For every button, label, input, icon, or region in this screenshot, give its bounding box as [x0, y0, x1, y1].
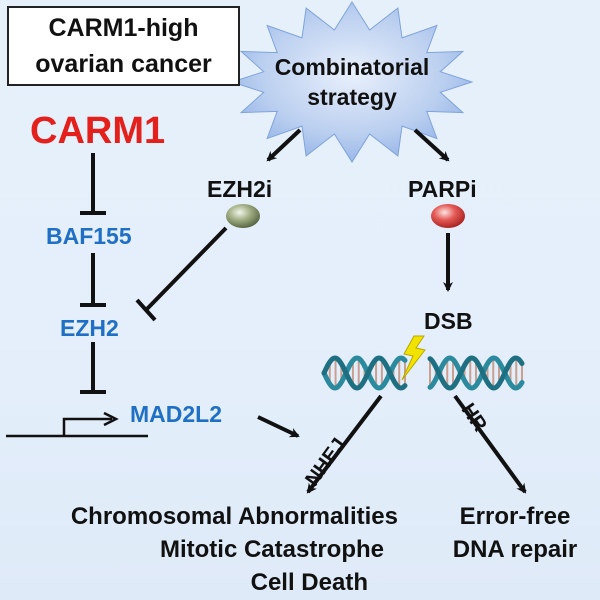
outcome-dna-repair: DNA repair [452, 536, 578, 563]
mad2l2-gene-locus [6, 411, 148, 438]
cancer-type-line-2: ovarian cancer [35, 50, 212, 78]
arrow-nhej-to-outcomes [306, 394, 383, 494]
outcome-error-free: Error-free [459, 503, 571, 530]
strategy-line-2: strategy [307, 84, 397, 110]
dna-double-helix [321, 355, 525, 391]
dna-strand [321, 355, 408, 391]
outcome-cell-death: Cell Death [250, 569, 368, 596]
parpi-label: PARPi [408, 176, 477, 202]
strategy-starburst [230, 1, 474, 163]
cancer-type-box: CARM1-high ovarian cancer [7, 6, 240, 86]
arrow-strategy-to-parpi [413, 128, 450, 162]
dna-strand [427, 355, 525, 391]
inhibition-ezh2i-ezh2 [144, 226, 228, 312]
ezh2i-ball [226, 204, 260, 228]
outcome-mitotic-catastrophe: Mitotic Catastrophe [159, 536, 384, 563]
dna-strand [427, 355, 525, 391]
dsb-label: DSB [424, 308, 473, 334]
carm1-label: CARM1 [30, 110, 166, 152]
outcome-chromosomal-abnormalities: Chromosomal Abnormalities [70, 503, 398, 530]
parpi-ball [431, 204, 465, 228]
arrow-hr-to-repair [453, 394, 527, 494]
cancer-type-line-1: CARM1-high [48, 14, 199, 42]
arrow-mad2l2-to-nhej [257, 415, 300, 438]
ezh2-label: EZH2 [60, 315, 119, 341]
ezh2i-label: EZH2i [207, 176, 273, 202]
lightning-bolt-icon [401, 335, 426, 381]
arrow-strategy-to-ezh2i [266, 128, 302, 162]
baf155-label: BAF155 [46, 223, 132, 249]
mad2l2-label: MAD2L2 [130, 401, 223, 427]
dna-strand [321, 355, 408, 391]
strategy-line-1: Combinatorial [274, 54, 430, 80]
